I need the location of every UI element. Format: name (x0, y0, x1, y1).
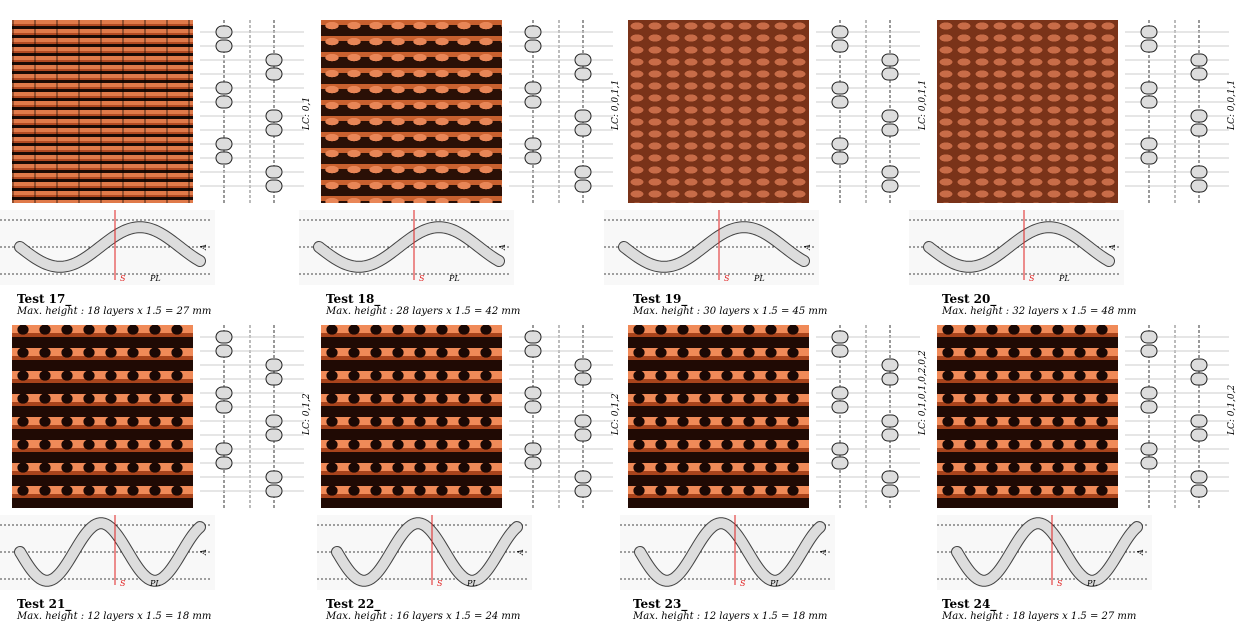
a-label: A (1108, 244, 1117, 251)
layer-combination-label: LC: 0,1,0,1,0,2,0,2 (918, 350, 928, 435)
test-title: Test 18_ (326, 292, 381, 306)
test-title: Test 23_ (633, 597, 688, 611)
max-height-caption: Max. height : 12 layers x 1.5 = 18 mm (17, 611, 212, 622)
a-label: A (516, 549, 525, 556)
pl-label: PL (448, 274, 460, 283)
test-panel: LC: 0,0,1,1 S PL A Test 18_ Max. height … (299, 20, 626, 338)
max-height-caption: Max. height : 28 layers x 1.5 = 42 mm (326, 306, 521, 317)
s-label: S (1029, 274, 1035, 283)
pl-label: PL (769, 579, 781, 588)
test-panel: LC: 0,1,2 S PL A Test 21_ Max. height : … (0, 325, 317, 643)
a-label: A (803, 244, 812, 251)
print-texture-photo (628, 325, 809, 508)
s-label: S (1057, 579, 1063, 588)
layer-combination-label: LC: 0,1,2 (611, 393, 621, 435)
pl-label: PL (466, 579, 478, 588)
a-label: A (199, 549, 208, 556)
print-texture-photo (321, 20, 502, 203)
pl-label: PL (149, 579, 161, 588)
layer-combination-label: LC: 0,0,1,1 (611, 79, 621, 130)
print-texture-photo (937, 20, 1118, 203)
print-texture-photo (628, 20, 809, 203)
test-title: Test 22_ (326, 597, 381, 611)
test-panel: LC: 0,1,2 S PL A Test 22_ Max. height : … (317, 325, 626, 643)
test-title: Test 24_ (942, 597, 997, 611)
stitch-diagram (1125, 325, 1229, 508)
stitch-diagram (509, 20, 613, 203)
max-height-caption: Max. height : 18 layers x 1.5 = 27 mm (942, 611, 1137, 622)
stitch-diagram (200, 325, 304, 508)
layer-combination-label: LC: 0,1,2 (302, 393, 312, 435)
test-title: Test 21_ (17, 597, 72, 611)
stitch-diagram (200, 20, 304, 203)
pl-label: PL (753, 274, 765, 283)
test-panel: LC: 0,1 S PL A Test 17_ Max. height : 18… (0, 20, 317, 338)
test-title: Test 17_ (17, 292, 72, 306)
print-texture-photo (12, 325, 193, 508)
a-label: A (199, 244, 208, 251)
max-height-caption: Max. height : 12 layers x 1.5 = 18 mm (633, 611, 828, 622)
pl-label: PL (1058, 274, 1070, 283)
max-height-caption: Max. height : 18 layers x 1.5 = 27 mm (17, 306, 212, 317)
stitch-diagram (509, 325, 613, 508)
wave-path-diagram: S PL A (604, 210, 819, 285)
layer-combination-label: LC: 0,1,0,2 (1227, 384, 1237, 435)
test-title: Test 19_ (633, 292, 688, 306)
wave-path-diagram: S PL A (0, 515, 215, 590)
s-label: S (120, 579, 126, 588)
a-label: A (1136, 549, 1145, 556)
wave-path-diagram: S PL A (937, 515, 1152, 590)
test-panel: LC: 0,1,0,2 S PL A Test 24_ Max. height … (937, 325, 1242, 643)
s-label: S (437, 579, 443, 588)
stitch-diagram (1125, 20, 1229, 203)
stitch-diagram (816, 20, 920, 203)
pl-label: PL (149, 274, 161, 283)
wave-path-diagram: S PL A (0, 210, 215, 285)
pl-label: PL (1086, 579, 1098, 588)
s-label: S (740, 579, 746, 588)
wave-path-diagram: S PL A (620, 515, 835, 590)
print-texture-photo (937, 325, 1118, 508)
print-texture-photo (12, 20, 193, 203)
wave-path-diagram: S PL A (299, 210, 514, 285)
wave-path-diagram: S PL A (909, 210, 1124, 285)
s-label: S (724, 274, 730, 283)
print-texture-photo (321, 325, 502, 508)
layer-combination-label: LC: 0,0,1,1 (1227, 79, 1237, 130)
test-panel: LC: 0,0,1,1 S PL A Test 20_ Max. height … (909, 20, 1242, 338)
a-label: A (819, 549, 828, 556)
max-height-caption: Max. height : 32 layers x 1.5 = 48 mm (942, 306, 1137, 317)
wave-path-diagram: S PL A (317, 515, 532, 590)
layer-combination-label: LC: 0,1 (302, 96, 312, 130)
s-label: S (419, 274, 425, 283)
test-panel: LC: 0,1,0,1,0,2,0,2 S PL A Test 23_ Max.… (620, 325, 933, 643)
max-height-caption: Max. height : 16 layers x 1.5 = 24 mm (326, 611, 521, 622)
stitch-diagram (816, 325, 920, 508)
test-panel: LC: 0,0,1,1 S PL A Test 19_ Max. height … (604, 20, 933, 338)
test-title: Test 20_ (942, 292, 997, 306)
max-height-caption: Max. height : 30 layers x 1.5 = 45 mm (633, 306, 828, 317)
a-label: A (498, 244, 507, 251)
layer-combination-label: LC: 0,0,1,1 (918, 79, 928, 130)
s-label: S (120, 274, 126, 283)
